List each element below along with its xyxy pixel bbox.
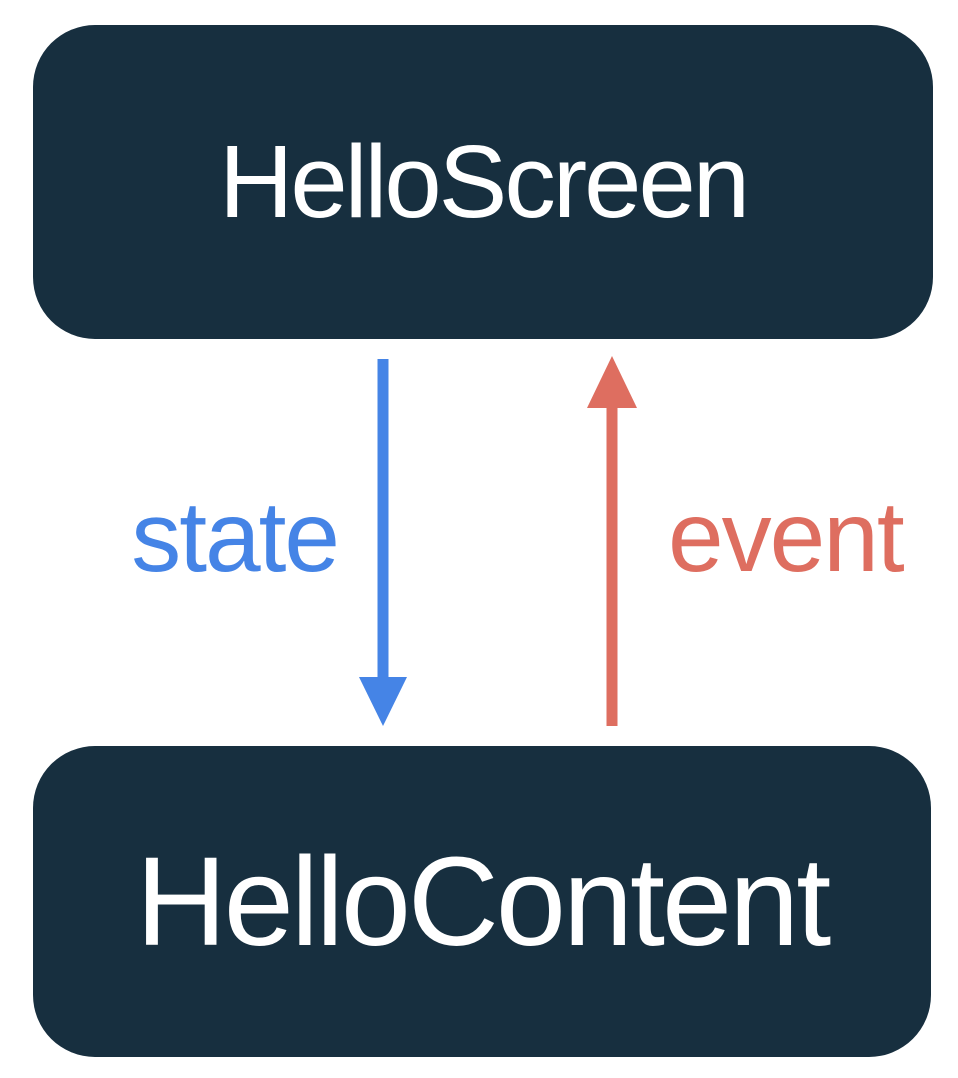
node-helloscreen-label: HelloScreen — [218, 124, 750, 239]
event-arrow-up-icon — [587, 356, 637, 726]
event-edge-label: event — [668, 481, 905, 593]
state-edge-label: state — [131, 481, 340, 593]
node-hellocontent-label: HelloContent — [135, 831, 831, 972]
state-arrow-down-icon — [359, 359, 407, 726]
node-helloscreen: HelloScreen — [33, 25, 933, 339]
node-hellocontent: HelloContent — [33, 746, 931, 1057]
